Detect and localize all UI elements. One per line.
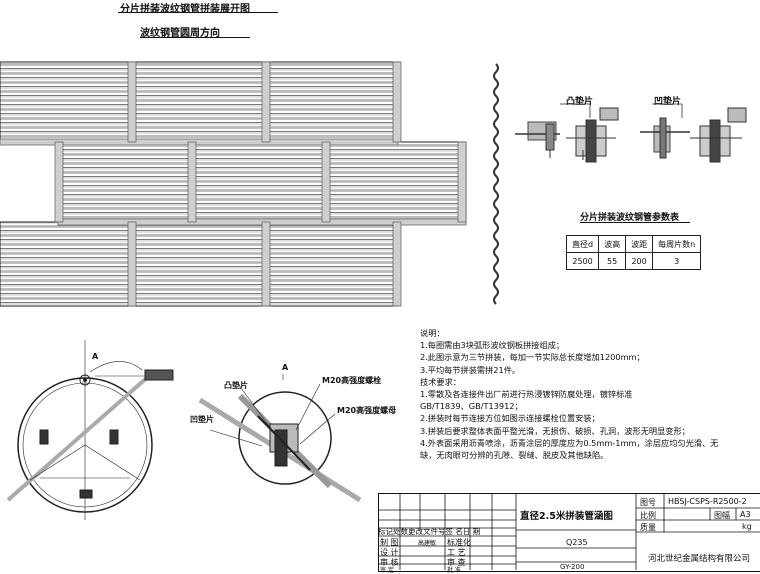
corrugation-profile <box>493 63 499 305</box>
title-block-lines <box>378 493 760 570</box>
weight-label: 质量 <box>640 523 656 532</box>
concave-washer-label: 凹垫片 <box>654 97 682 107</box>
drawing-no-label: 图号 <box>640 498 656 507</box>
sheet-label: 图幅 <box>714 511 730 520</box>
cross-section-view <box>6 340 174 520</box>
param-cell: 3 <box>652 252 702 270</box>
notes-heading: 说明： <box>420 328 445 338</box>
nut-label: M20高强度螺母 <box>337 406 397 415</box>
scale-label: 比例 <box>640 511 656 520</box>
param-header-cell: 每周片数n <box>652 235 702 253</box>
role-standard: 标准化 <box>447 538 471 547</box>
role-process: 工 艺 <box>447 548 466 557</box>
param-table-underline <box>580 222 690 223</box>
param-header-cell: 波距 <box>625 235 654 253</box>
convex-washer-label: 凸垫片 <box>566 97 594 107</box>
note-line: 缺，无肉眼可分辨的孔隙、裂缝、脱皮及其他缺陷。 <box>420 450 609 461</box>
drawing-title: 分片拼装波纹钢管拼装展开图 <box>120 4 250 15</box>
note-line: GB/T1839、GB/T13912； <box>420 401 523 412</box>
note-line: 1.零散及各连接件出厂前进行热浸镀锌防腐处理，镀锌标准 <box>420 389 633 400</box>
param-table: 直径d 波高 波距 每周片数n 2500 55 200 3 <box>565 235 702 270</box>
designer-name: 高建敏 <box>418 540 437 547</box>
concave-washer-detail <box>640 103 747 163</box>
note-line: 3.拼装后要求整体表面平整光滑，无损伤、破损、孔洞，波形无明显变形； <box>420 425 690 436</box>
note-line: 技术要求： <box>420 376 461 387</box>
spec: GY-200 <box>560 563 585 571</box>
panel-row-1 <box>0 61 399 143</box>
revision-header: 标记处数更改文件号签 名日 期 <box>378 527 481 536</box>
role-designer: 设 计 <box>380 548 399 557</box>
detail-marker-label: A <box>282 363 289 372</box>
param-cell: 55 <box>598 252 627 270</box>
drawing-name: 直径2.5米拼装管涵图 <box>520 511 613 522</box>
param-header-cell: 波高 <box>598 235 627 253</box>
direction-label: 波纹钢管圆周方向 <box>140 28 220 39</box>
section-convex-label: 凸垫片 <box>224 381 248 390</box>
note-line: 1.每圈需由3块弧形波纹钢板拼接组成； <box>420 340 565 351</box>
param-header-cell: 直径d <box>565 235 600 253</box>
sheet-size: A3 <box>740 510 751 519</box>
param-cell: 2500 <box>565 252 600 270</box>
param-table-header-row: 直径d 波高 波距 每周片数n <box>565 235 702 253</box>
title-underline <box>118 12 278 13</box>
note-line: 2.此图示意为三节拼装，每加一节实际总长度增加1200mm； <box>420 352 645 363</box>
material: Q235 <box>566 538 588 547</box>
panel-row-3 <box>0 221 399 307</box>
note-line: 4.外表面采用沥青喷涂，沥青涂层的厚度应为0.5mm-1mm，涂层应均匀光滑、无 <box>420 437 719 448</box>
seam-strips <box>0 61 467 307</box>
bolt-detail-circle <box>198 374 362 503</box>
param-table-title: 分片拼装波纹钢管参数表 <box>580 213 680 223</box>
bolt-label: M20高强度螺栓 <box>322 376 382 385</box>
role-checker: 审 核 <box>380 558 399 567</box>
role-review: 审 查 <box>447 558 466 567</box>
role-drafter: 制 图 <box>380 538 399 547</box>
convex-washer-detail <box>515 103 619 163</box>
drawing-no: HBSJ-CSPS-R2500-2 <box>668 497 747 506</box>
note-line: 2.拼装时每节连接方位如图示连接螺栓位置安装； <box>420 413 600 424</box>
company-name: 河北世纪金属结构有限公司 <box>648 554 751 564</box>
notes-block: 说明： 1.每圈需由3块弧形波纹钢板拼接组成； 2.此图示意为三节拼装，每加一节… <box>420 327 760 461</box>
section-marker-label: A <box>92 352 99 361</box>
section-concave-label: 凹垫片 <box>190 415 214 424</box>
param-cell: 200 <box>625 252 654 270</box>
panel-row-2 <box>57 141 467 223</box>
param-table-row: 2500 55 200 3 <box>565 252 702 270</box>
direction-underline <box>140 37 250 38</box>
weight-unit: kg <box>742 522 752 531</box>
note-line: 3.平均每节拼装需拼21件。 <box>420 364 521 375</box>
